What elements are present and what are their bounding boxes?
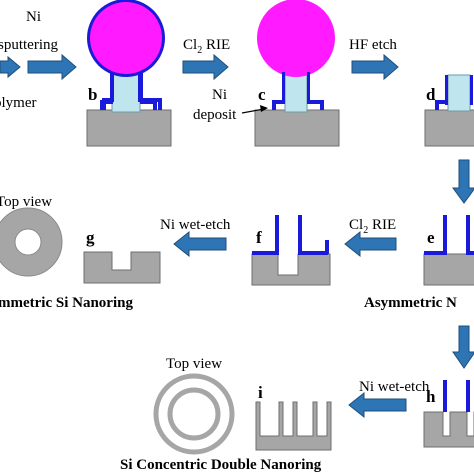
- panel-letter-d: d: [426, 85, 436, 104]
- top-view-label-bottom: Top view: [166, 356, 222, 372]
- polymer-label: olymer: [0, 95, 37, 111]
- pillar-c: [284, 71, 308, 113]
- panel-h: h: [423, 380, 474, 448]
- pillar-d: [447, 74, 471, 112]
- caption-double: Si Concentric Double Nanoring: [120, 457, 322, 473]
- panel-letter-b: b: [88, 85, 97, 104]
- substrate-h: [423, 411, 474, 448]
- panel-c: c: [254, 0, 340, 147]
- caption-symmetric: mmetric Si Nanoring: [0, 295, 133, 311]
- arrow-e-to-h: [452, 325, 474, 369]
- cl2-rie-mid-label: Cl2 RIE: [349, 217, 396, 236]
- panel-letter-e: e: [427, 228, 435, 247]
- panel-letter-c: c: [258, 85, 266, 104]
- substrate-f: [251, 253, 331, 286]
- ni-sputtering-label-line2: sputtering: [0, 37, 58, 53]
- caption-asymmetric: Asymmetric N: [364, 295, 457, 311]
- panel-letter-f: f: [256, 228, 262, 247]
- arrow-sputter-to-b: [27, 53, 77, 81]
- substrate-g: [83, 251, 161, 284]
- panel-letter-i: i: [258, 383, 263, 402]
- hf-etch-label: HF etch: [349, 37, 397, 53]
- ni-wet-etch-label-bottom: Ni wet-etch: [359, 379, 430, 395]
- panel-f: f: [251, 215, 331, 286]
- polymer-ball-c: [257, 0, 335, 77]
- panel-letter-g: g: [86, 228, 95, 247]
- polymer-ball-b: [90, 2, 162, 74]
- top-view-label-mid: Top view: [0, 194, 52, 210]
- double-ring-top-view: [153, 373, 235, 455]
- ni-deposit-pointer: [241, 105, 268, 114]
- substrate-d: [424, 109, 474, 147]
- panel-d: d: [424, 74, 474, 147]
- ni-wet-etch-label-mid: Ni wet-etch: [160, 217, 231, 233]
- substrate-e: [423, 253, 474, 286]
- panel-i: i: [255, 383, 332, 451]
- arrow-c-to-d: [351, 53, 399, 81]
- panel-e: e: [423, 215, 474, 286]
- substrate-b: [86, 109, 172, 147]
- arrow-f-to-g: [173, 230, 227, 258]
- arrow-e-to-f: [344, 230, 397, 258]
- panel-letter-h: h: [426, 387, 436, 406]
- ni-deposit-label-line1: Ni: [212, 87, 227, 103]
- panel-b: b: [86, 0, 172, 147]
- substrate-c: [254, 109, 340, 147]
- arrow-b-to-c: [182, 53, 229, 81]
- ni-deposit-label-line2: deposit: [193, 107, 237, 123]
- arrow-d-to-e: [452, 159, 474, 204]
- symmetric-ring-top-view: [0, 207, 63, 277]
- arrow-a-to-b: [0, 55, 21, 79]
- ni-sputtering-label-line1: Ni: [26, 9, 41, 25]
- cl2-rie-top-label: Cl2 RIE: [183, 37, 230, 56]
- substrate-i: [255, 401, 332, 451]
- arrow-h-to-i: [348, 391, 407, 419]
- panel-g: g: [83, 228, 161, 284]
